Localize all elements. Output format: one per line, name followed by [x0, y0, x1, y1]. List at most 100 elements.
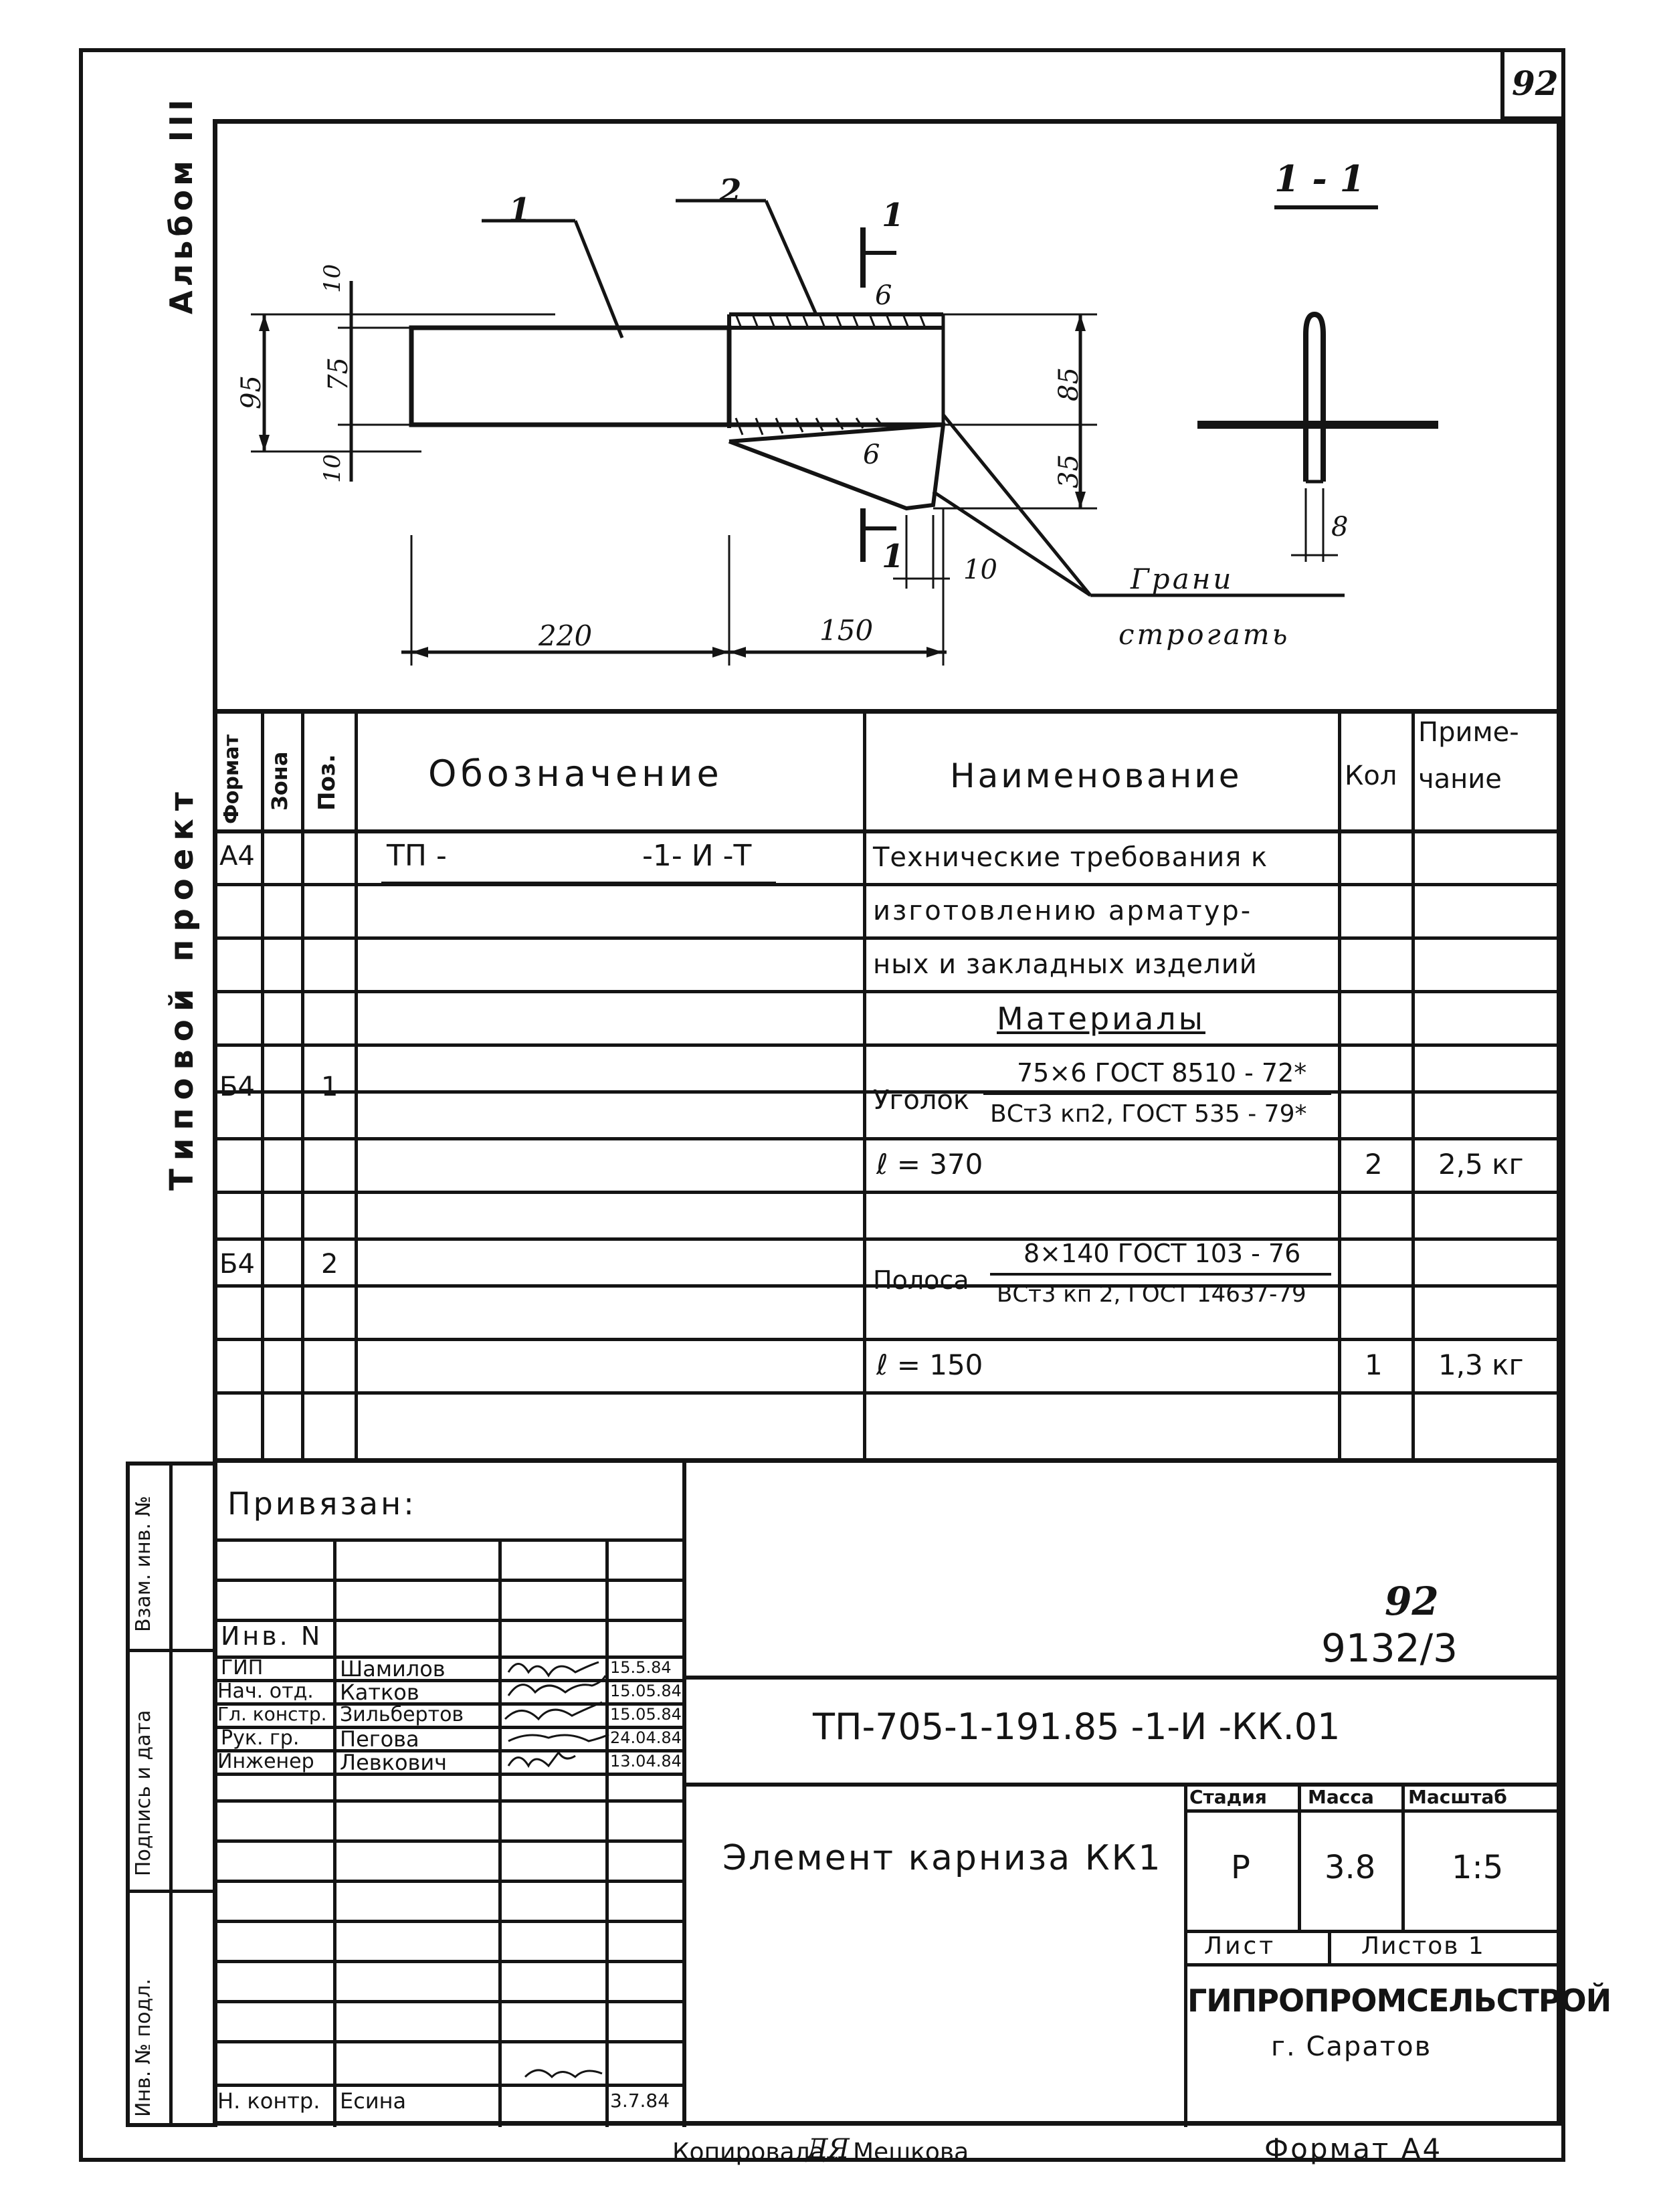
copied-initials: ДЯ: [806, 2134, 850, 2165]
name-katkov: Катков: [340, 1680, 419, 1705]
date-dept-head: 15.05.84: [610, 1682, 682, 1700]
header-note-1: Приме-: [1418, 717, 1519, 748]
row1-designation-left: ТП -: [387, 839, 447, 873]
row1-name-line-3: ных и закладных изделий: [873, 949, 1258, 980]
strip-note: 1,3 кг: [1438, 1348, 1524, 1381]
dim-10-top: 10: [319, 264, 346, 293]
strip-spec-bottom: ВСт3 кп 2, ГОСТ 14637-79: [997, 1281, 1306, 1308]
angle-format: Б4: [219, 1072, 255, 1102]
detail-drawing: [251, 199, 1438, 666]
cut-mark-bottom: 1: [882, 538, 904, 575]
header-pos: Поз.: [314, 754, 340, 811]
dim-150: 150: [819, 614, 874, 647]
header-name: Наименование: [950, 757, 1242, 795]
name-esina: Есина: [340, 2088, 407, 2114]
name-levkovich: Левкович: [340, 1750, 448, 1775]
note-line-1: Грани: [1131, 563, 1234, 595]
copied-name: Мешкова: [853, 2138, 969, 2166]
date-norm-control: 3.7.84: [610, 2090, 670, 2112]
role-dept-head: Нач. отд.: [217, 1680, 314, 1703]
organization: ГИПРОПРОМСЕЛЬСТРОЙ: [1187, 1983, 1612, 2019]
dim-95: 95: [236, 375, 267, 409]
mass-header: Масса: [1308, 1786, 1374, 1808]
materials-title: Материалы: [997, 1001, 1205, 1037]
angle-profile: [409, 325, 732, 427]
name-zilbertov: Зильбертов: [340, 1703, 464, 1726]
leader-label-1: 1: [508, 191, 531, 229]
strip-qty: 1: [1365, 1348, 1383, 1381]
margin-cell-signature-date: Подпись и дата: [132, 1710, 155, 1877]
date-group-lead: 24.04.84: [610, 1728, 682, 1747]
margin-cell-orig-inv: Инв. № подл.: [132, 1979, 155, 2117]
header-format: Формат: [220, 734, 243, 824]
dim-8: 8: [1331, 512, 1349, 542]
sheet-outer-frame: [79, 48, 1565, 2162]
date-chief-designer: 15.05.84: [610, 1705, 682, 1724]
header-zone: Зона: [267, 751, 292, 811]
section-profile: [1303, 311, 1326, 482]
header-note-2: чание: [1418, 764, 1502, 795]
note-line-2: строгать: [1118, 618, 1290, 651]
dim-75: 75: [323, 357, 354, 391]
angle-qty: 2: [1365, 1148, 1383, 1181]
dim-35: 35: [1054, 454, 1084, 488]
angle-length: ℓ = 370: [876, 1148, 983, 1181]
dim-6-top: 6: [875, 280, 892, 311]
angle-name: Уголок: [873, 1085, 970, 1116]
doc-number-top: 92: [1385, 1579, 1439, 1624]
sheet-header: Лист: [1204, 1932, 1276, 1960]
strip-length: ℓ = 150: [876, 1348, 983, 1381]
format-label: Формат А4: [1264, 2132, 1443, 2165]
dim-6-bottom: 6: [863, 439, 880, 470]
margin-cell-replace-inv: Взам. инв. №: [132, 1496, 155, 1632]
element-name: Элемент карниза КК1: [722, 1838, 1163, 1878]
strip-spec-top: 8×140 ГОСТ 103 - 76: [1023, 1239, 1301, 1268]
row1-designation-right: -1- И -Т: [642, 839, 752, 873]
scale-header: Масштаб: [1408, 1786, 1507, 1808]
bound-label: Привязан:: [227, 1486, 417, 1522]
copied-label: Копировала :: [672, 2138, 841, 2166]
angle-spec-top: 75×6 ГОСТ 8510 - 72*: [1017, 1058, 1307, 1088]
dim-10-bracket: 10: [963, 555, 997, 585]
sheet-number: 92: [1512, 64, 1559, 103]
strip-name: Полоса: [873, 1266, 969, 1295]
scale-value: 1:5: [1452, 1849, 1504, 1886]
sheets-header: Листов 1: [1361, 1932, 1485, 1960]
role-norm-control: Н. контр.: [217, 2088, 320, 2114]
header-designation: Обозначение: [428, 752, 723, 795]
role-engineer: Инженер: [217, 1750, 314, 1773]
mass-value: 3.8: [1325, 1849, 1376, 1886]
date-gip: 15.5.84: [610, 1658, 672, 1677]
header-qty: Кол: [1345, 761, 1397, 791]
role-gip: ГИП: [221, 1656, 264, 1680]
strip-pos: 2: [321, 1249, 338, 1280]
angle-note: 2,5 кг: [1438, 1148, 1524, 1181]
name-pegova: Пегова: [340, 1726, 419, 1752]
name-shamilov: Шамилов: [340, 1656, 446, 1682]
cut-mark-top: 1: [882, 197, 904, 234]
angle-pos: 1: [321, 1072, 338, 1102]
dim-10-bottom: 10: [319, 454, 346, 483]
dim-220: 220: [539, 619, 593, 652]
project-type-label: Типовой проект: [163, 784, 201, 1191]
inv-label: Инв. N: [221, 1621, 323, 1651]
drawing-frame: [213, 119, 1561, 2126]
stage-header: Стадия: [1189, 1786, 1267, 1808]
section-label: 1 - 1: [1274, 157, 1365, 200]
document-designation: ТП-705-1-191.85 -1-И -КК.01: [813, 1706, 1341, 1748]
row1-name-line-2: изготовлению арматур-: [873, 896, 1253, 926]
role-chief-designer: Гл. констр.: [217, 1703, 327, 1725]
strip-format: Б4: [219, 1249, 255, 1280]
bracket-wedge: [728, 422, 946, 511]
row1-name-line-1: Технические требования к: [873, 842, 1268, 873]
sheet-number-box: [1500, 48, 1565, 120]
angle-spec-bottom: ВСт3 кп2, ГОСТ 535 - 79*: [990, 1100, 1307, 1128]
role-group-lead: Рук. гр.: [221, 1726, 300, 1750]
leader-label-2: 2: [719, 173, 742, 210]
dim-85: 85: [1054, 367, 1084, 401]
stage-value: Р: [1231, 1849, 1250, 1886]
city: г. Саратов: [1271, 2031, 1432, 2062]
doc-number-bottom: 9132/3: [1321, 1625, 1458, 1671]
date-engineer: 13.04.84: [610, 1752, 682, 1771]
row1-format: А4: [219, 841, 255, 872]
